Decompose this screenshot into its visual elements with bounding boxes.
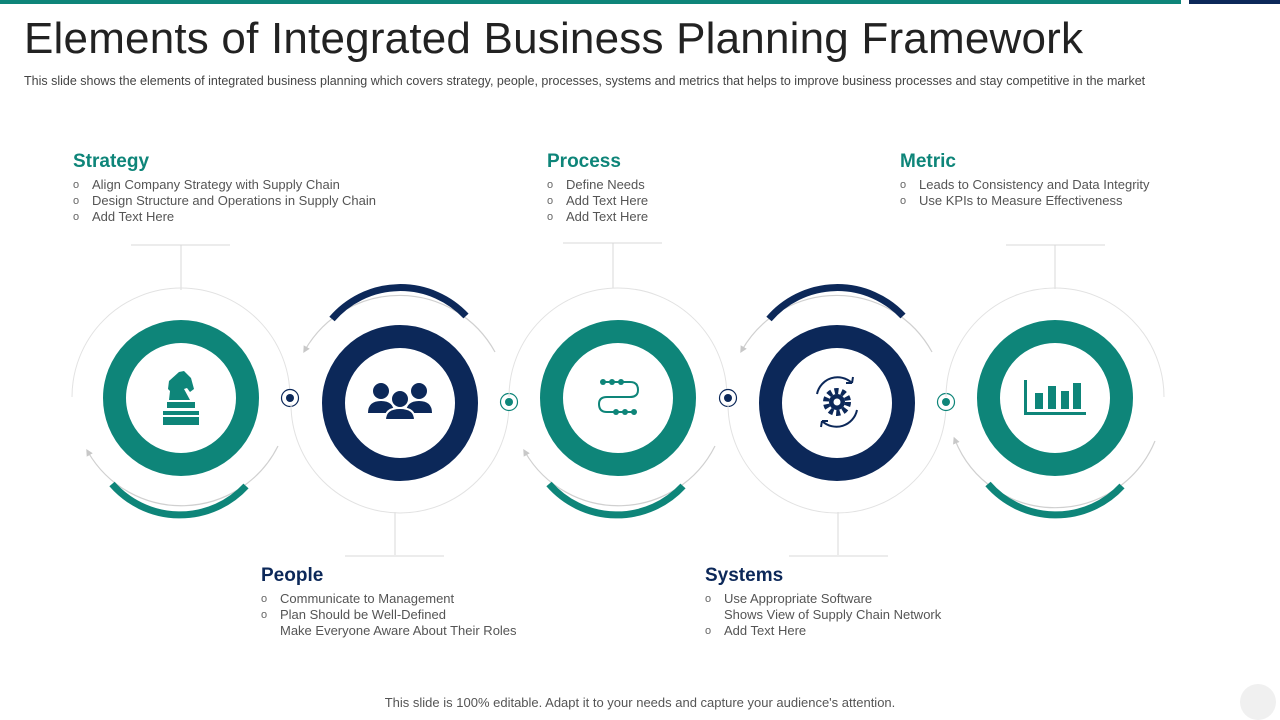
- systems-list: Use Appropriate Software Shows View of S…: [705, 591, 941, 639]
- list-item: Define Needs: [547, 177, 648, 193]
- team-icon: [368, 383, 432, 421]
- list-item: Use Appropriate Software: [705, 591, 941, 607]
- list-item: Plan Should be Well-Defined: [261, 607, 517, 623]
- list-item: Align Company Strategy with Supply Chain: [73, 177, 376, 193]
- systems-heading: Systems: [705, 565, 784, 586]
- list-item: Add Text Here: [547, 193, 648, 209]
- list-item: Leads to Consistency and Data Integrity: [900, 177, 1150, 193]
- connector-dot-1: [280, 388, 300, 408]
- corner-decoration: [1240, 684, 1276, 720]
- process-flow-icon: [597, 379, 640, 415]
- process-node: [508, 242, 728, 519]
- systems-node: [727, 284, 947, 557]
- top-accent-bar-teal: [0, 0, 1181, 4]
- connector-dot-3: [718, 388, 738, 408]
- strategy-node: [71, 244, 291, 519]
- list-item: Add Text Here: [705, 623, 941, 639]
- strategy-block: Strategy Align Company Strategy with Sup…: [73, 151, 376, 225]
- list-item: Design Structure and Operations in Suppl…: [73, 193, 376, 209]
- metric-list: Leads to Consistency and Data Integrity …: [900, 177, 1150, 209]
- page-subtitle: This slide shows the elements of integra…: [24, 74, 1146, 88]
- people-heading: People: [261, 565, 324, 586]
- process-heading: Process: [547, 151, 621, 172]
- bar-chart-icon: [1024, 380, 1086, 415]
- people-block: People Communicate to Management Plan Sh…: [261, 565, 517, 639]
- list-item: Make Everyone Aware About Their Roles: [280, 623, 517, 638]
- process-block: Process Define Needs Add Text Here Add T…: [547, 151, 648, 225]
- list-item: Add Text Here: [547, 209, 648, 225]
- people-node: [290, 284, 510, 557]
- list-item: Add Text Here: [73, 209, 376, 225]
- people-list: Communicate to Management Plan Should be…: [261, 591, 517, 639]
- strategy-heading: Strategy: [73, 151, 150, 172]
- page-title: Elements of Integrated Business Planning…: [24, 14, 1084, 63]
- systems-block: Systems Use Appropriate Software Shows V…: [705, 565, 941, 639]
- metric-node: [945, 244, 1165, 519]
- footer-note: This slide is 100% editable. Adapt it to…: [384, 695, 896, 710]
- metric-heading: Metric: [900, 151, 956, 172]
- list-item: Communicate to Management: [261, 591, 517, 607]
- gear-sync-icon: [816, 376, 858, 428]
- chess-knight-icon: [163, 371, 199, 425]
- strategy-list: Align Company Strategy with Supply Chain…: [73, 177, 376, 225]
- list-item: Use KPIs to Measure Effectiveness: [900, 193, 1150, 209]
- process-list: Define Needs Add Text Here Add Text Here: [547, 177, 648, 225]
- metric-block: Metric Leads to Consistency and Data Int…: [900, 151, 1150, 209]
- list-item: Shows View of Supply Chain Network: [724, 607, 942, 622]
- top-accent-bar-navy: [1189, 0, 1280, 4]
